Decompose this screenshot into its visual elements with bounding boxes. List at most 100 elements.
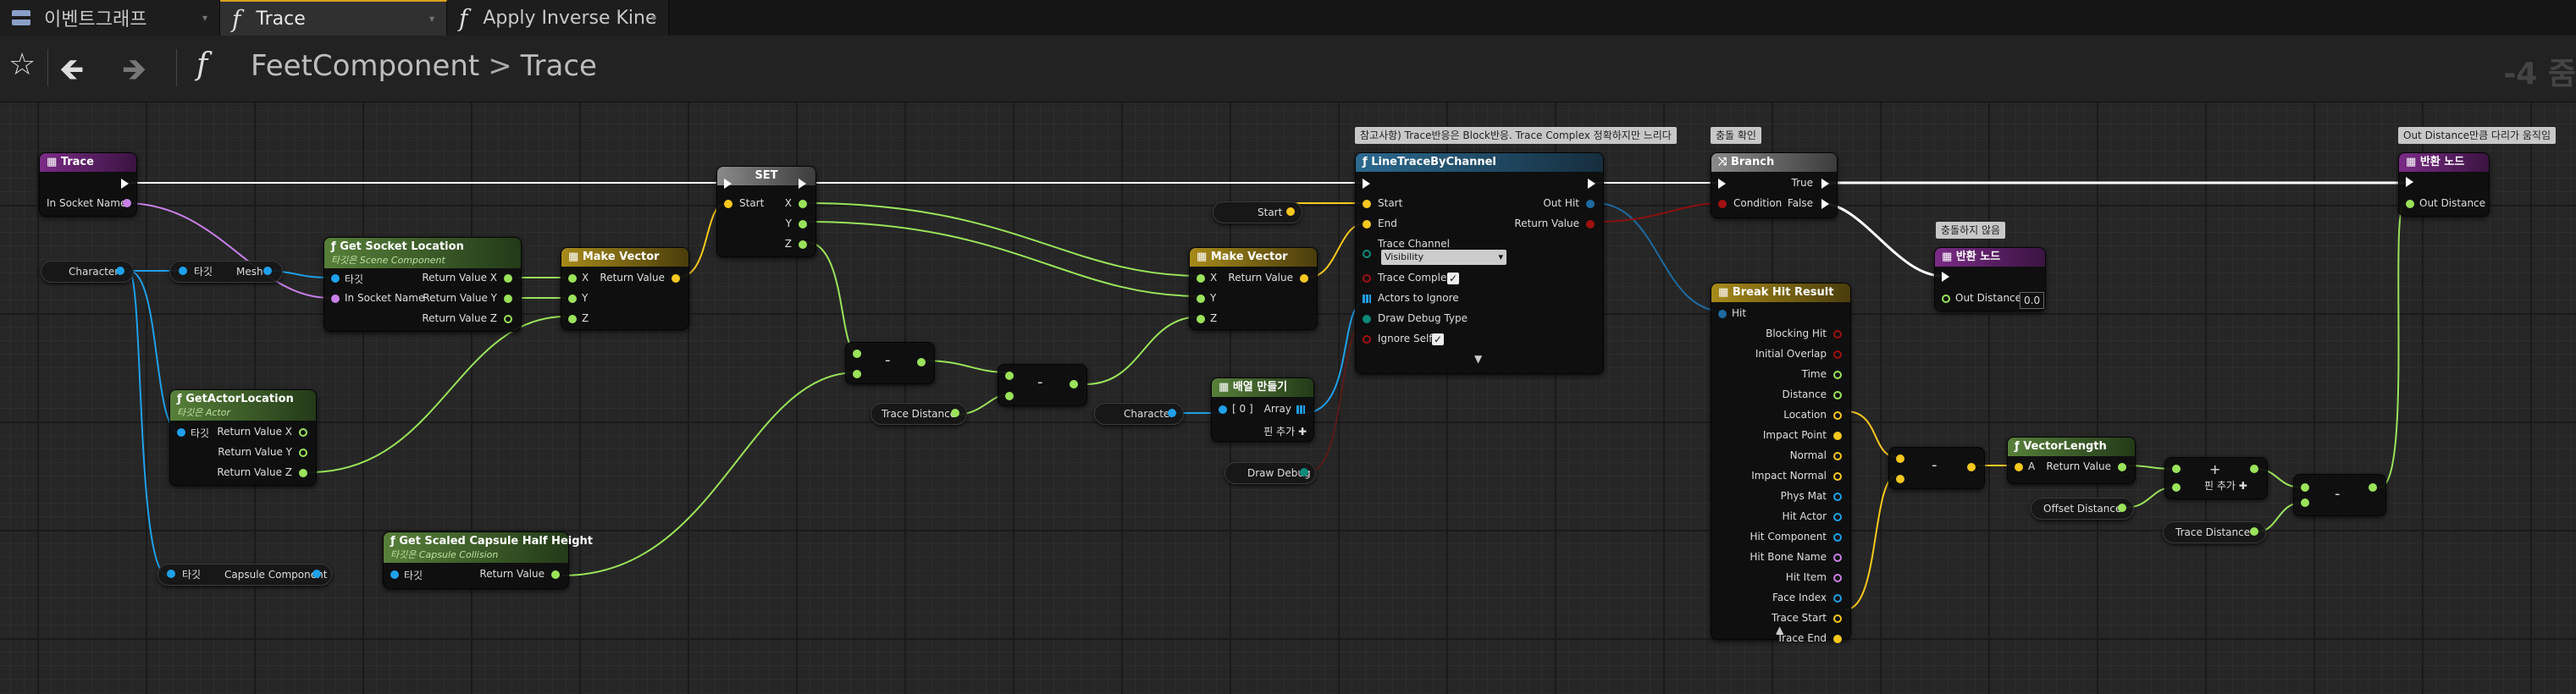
float-pin[interactable] [799, 200, 807, 208]
back-arrow-icon[interactable]: 🡸 [59, 52, 85, 87]
object-pin[interactable] [116, 267, 124, 275]
float-pin[interactable] [1005, 372, 1014, 380]
object-pin[interactable] [312, 570, 321, 578]
forward-arrow-icon[interactable]: 🡺 [122, 52, 147, 87]
exec-in-pin[interactable] [2406, 177, 2413, 187]
output-pin[interactable] [1833, 614, 1842, 623]
bool-pin[interactable] [1718, 200, 1727, 208]
float-pin[interactable] [1197, 315, 1205, 323]
comment-bubble[interactable]: 충돌하지 않음 [1936, 222, 2006, 239]
star-icon[interactable]: ☆ [8, 47, 36, 82]
trace-distance-variable[interactable]: Trace Distance [871, 403, 967, 425]
output-pin[interactable] [1833, 391, 1842, 399]
output-pin[interactable] [1833, 371, 1842, 379]
float-pin[interactable] [799, 240, 807, 249]
float-pin[interactable] [2406, 200, 2414, 208]
exec-out-pin[interactable] [799, 179, 806, 189]
tab-close-icon[interactable]: ▾ [428, 13, 434, 25]
enum-pin[interactable] [1363, 315, 1371, 323]
mesh-getter[interactable]: 타깃 Mesh [169, 261, 283, 283]
ignore-self-checkbox[interactable]: ✓ [1432, 333, 1444, 345]
float-pin[interactable] [299, 428, 307, 437]
float-pin[interactable] [551, 570, 560, 579]
object-pin[interactable] [177, 428, 185, 437]
output-pin[interactable] [1833, 472, 1842, 481]
name-pin[interactable] [331, 295, 340, 303]
character-variable[interactable]: Character [1094, 403, 1184, 425]
trace-complex-checkbox[interactable]: ✓ [1447, 273, 1459, 284]
breadcrumb-root[interactable]: FeetComponent [251, 49, 480, 83]
set-variable-node[interactable]: SET Start X Y Z [716, 166, 816, 257]
struct-pin[interactable] [1718, 310, 1727, 318]
vector-pin[interactable] [672, 274, 680, 283]
trace-distance-variable[interactable]: Trace Distance [2163, 521, 2266, 543]
float-pin[interactable] [853, 370, 861, 378]
bool-pin[interactable] [1586, 220, 1595, 229]
output-pin[interactable] [1833, 554, 1842, 562]
expand-arrow-icon[interactable]: ▲ [1776, 624, 1784, 636]
enum-pin[interactable] [1300, 468, 1308, 476]
subtract-node[interactable]: - [998, 364, 1087, 406]
output-pin[interactable] [1833, 493, 1842, 501]
float-pin[interactable] [2301, 483, 2309, 492]
vector-pin[interactable] [1967, 463, 1976, 471]
vector-pin[interactable] [1363, 220, 1371, 229]
float-pin[interactable] [1942, 295, 1950, 303]
make-array-node[interactable]: ▦ 배열 만들기 [ 0 ] Array 핀 추가 ✚ [1211, 377, 1314, 442]
object-pin[interactable] [331, 274, 340, 283]
comment-bubble[interactable]: 충돌 확인 [1711, 127, 1761, 144]
make-vector-node[interactable]: ▦ Make Vector X Y Z Return Value [561, 247, 689, 330]
exec-out-pin[interactable] [1821, 199, 1829, 209]
function-entry-node[interactable]: ▦ Trace In Socket Name [39, 152, 137, 217]
float-pin[interactable] [2250, 527, 2258, 536]
vector-pin[interactable] [724, 200, 732, 208]
vector-pin[interactable] [1896, 454, 1904, 463]
comment-bubble[interactable]: 참고사항) Trace반응은 Block반응. Trace Complex 정확… [1355, 127, 1677, 144]
draw-debug-variable[interactable]: Draw Debug [1224, 462, 1316, 484]
add-pin-button[interactable]: 핀 추가 ✚ [2204, 480, 2247, 492]
exec-out-pin[interactable] [1821, 179, 1829, 189]
exec-in-pin[interactable] [1363, 179, 1370, 189]
float-pin[interactable] [504, 315, 512, 323]
return-node[interactable]: ▦ 반환 노드 Out Distance 0.0 [1934, 247, 2046, 311]
float-pin[interactable] [799, 220, 807, 229]
float-pin[interactable] [2250, 465, 2258, 473]
bool-pin[interactable] [1363, 274, 1371, 283]
float-pin[interactable] [853, 350, 861, 358]
output-pin[interactable] [1833, 513, 1842, 521]
float-pin[interactable] [299, 449, 307, 457]
make-vector-node[interactable]: ▦ Make Vector X Y Z Return Value [1189, 247, 1318, 330]
tab-trace[interactable]: f Trace ▾ [220, 0, 447, 36]
float-pin[interactable] [2172, 465, 2181, 473]
tab-close-icon[interactable]: ▾ [650, 12, 656, 24]
exec-in-pin[interactable] [1942, 272, 1949, 282]
tab-close-icon[interactable]: ▾ [202, 12, 207, 24]
float-pin[interactable] [568, 295, 577, 303]
bool-pin[interactable] [1363, 335, 1371, 344]
add-pin-button[interactable]: 핀 추가 ✚ [1263, 426, 1307, 438]
vector-pin[interactable] [2015, 463, 2023, 471]
float-pin[interactable] [1197, 295, 1205, 303]
output-pin[interactable] [1833, 330, 1842, 339]
float-pin[interactable] [568, 274, 577, 283]
start-variable[interactable]: Start [1213, 201, 1302, 223]
enum-pin[interactable] [1363, 250, 1371, 258]
output-pin[interactable] [1833, 533, 1842, 542]
object-pin[interactable] [167, 570, 175, 578]
array-pin[interactable] [1296, 405, 1305, 414]
output-pin[interactable] [1833, 411, 1842, 420]
trace-channel-dropdown[interactable]: Visibility▾ [1381, 250, 1506, 265]
offset-distance-variable[interactable]: Offset Distance [2031, 498, 2134, 520]
float-pin[interactable] [568, 315, 577, 323]
exec-out-pin[interactable] [1588, 179, 1595, 189]
vector-pin[interactable] [1896, 475, 1904, 483]
return-node[interactable]: ▦ 반환 노드 Out Distance [2398, 152, 2490, 217]
comment-bubble[interactable]: Out Distance만큼 다리가 움직임 [2398, 127, 2556, 144]
float-pin[interactable] [2301, 498, 2309, 507]
array-pin[interactable] [1363, 295, 1371, 303]
capsule-component-getter[interactable]: 타깃 Capsule Component [158, 564, 332, 586]
subtract-node[interactable]: - [1888, 447, 1985, 489]
